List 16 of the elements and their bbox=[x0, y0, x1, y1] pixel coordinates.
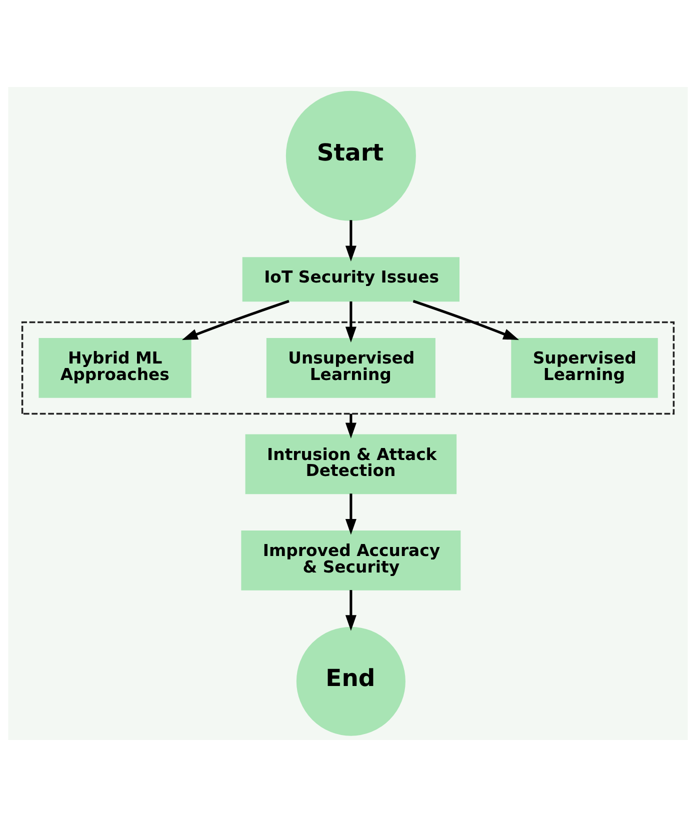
node-box: Unsupervised Learning bbox=[266, 338, 436, 398]
arrow bbox=[345, 300, 356, 342]
node-box: IoT Security Issues bbox=[242, 256, 460, 302]
arrow bbox=[412, 299, 520, 340]
arrow bbox=[345, 413, 356, 438]
arrow bbox=[182, 299, 290, 340]
node-box: Intrusion & Attack Detection bbox=[245, 434, 457, 494]
cluster bbox=[21, 320, 675, 414]
node-box: Hybrid ML Approaches bbox=[38, 338, 192, 398]
arrow bbox=[345, 220, 356, 261]
node-circle: Start bbox=[286, 90, 416, 220]
arrow bbox=[345, 590, 356, 630]
node-box: Improved Accuracy & Security bbox=[241, 530, 461, 590]
node-circle: End bbox=[296, 626, 406, 736]
node-box: Supervised Learning bbox=[511, 338, 658, 398]
arrow bbox=[345, 493, 356, 534]
